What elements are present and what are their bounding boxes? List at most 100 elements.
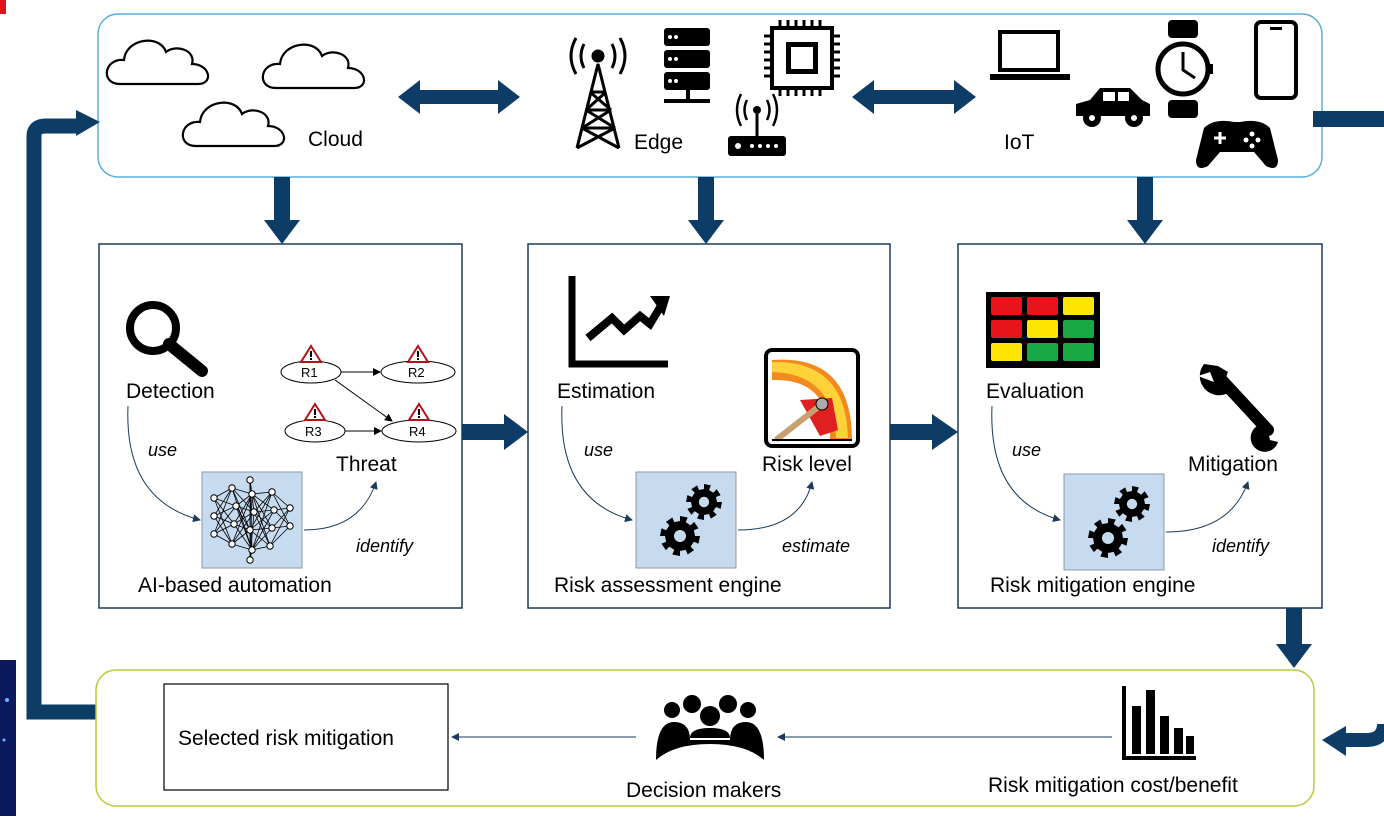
evaluation-label: Evaluation — [986, 380, 1084, 403]
use-label: use — [1012, 440, 1041, 460]
iot-label: IoT — [1004, 131, 1035, 154]
gears-icon — [1088, 486, 1150, 558]
risk-node-label: R3 — [305, 424, 322, 439]
nn-node — [270, 506, 278, 514]
right-outgoing-connector — [1313, 111, 1384, 127]
identify-curve — [1165, 481, 1250, 533]
nn-node — [210, 512, 218, 520]
background-dot — [5, 698, 9, 702]
warning-icon — [407, 402, 431, 421]
nn-node — [266, 542, 274, 550]
down-arrow-bottom — [1276, 608, 1312, 668]
heatmap-cell — [1063, 343, 1094, 361]
nn-edge — [231, 493, 253, 545]
heatmap-cell — [1027, 343, 1058, 361]
nn-edge — [235, 505, 251, 531]
background-dot — [2, 738, 6, 742]
nn-edge — [253, 511, 273, 529]
threat-graph: R1 R2 R3 R4 — [280, 344, 457, 443]
warning-icon — [299, 344, 323, 363]
ai-engine-label: AI-based automation — [138, 574, 332, 597]
nn-edge — [251, 491, 273, 551]
cost-benefit-label: Risk mitigation cost/benefit — [988, 774, 1238, 797]
heatmap-cell — [1063, 297, 1094, 315]
gears-icon — [660, 484, 722, 556]
nn-node — [228, 540, 236, 548]
smartphone-icon — [1254, 20, 1298, 100]
nn-edge — [231, 529, 251, 545]
risk-node-label: R2 — [408, 365, 425, 380]
nn-edge — [213, 487, 233, 517]
nn-node — [248, 490, 256, 498]
nn-edge — [271, 491, 291, 509]
magnifier-icon — [126, 301, 208, 377]
nn-node — [210, 494, 218, 502]
nn-node — [232, 502, 240, 510]
use-curve — [561, 405, 633, 523]
router-icon — [728, 93, 786, 156]
nn-node — [268, 488, 276, 496]
gear-hole — [674, 530, 686, 542]
nn-edge — [273, 509, 291, 527]
identify-curve — [303, 481, 378, 531]
warning-icon — [303, 402, 327, 421]
gamepad-icon — [1196, 120, 1278, 168]
cloud-label: Cloud — [308, 128, 363, 151]
nn-edge — [213, 497, 235, 525]
nn-edge — [249, 491, 273, 531]
mitigation-engine-label: Risk mitigation engine — [990, 574, 1195, 597]
gear-hole — [1126, 498, 1138, 510]
watch-icon — [1155, 20, 1213, 118]
identify-label: identify — [1212, 536, 1270, 556]
heatmap-cell — [991, 343, 1022, 361]
bar-chart-icon — [1122, 686, 1196, 760]
nn-edge — [251, 493, 271, 547]
down-arrow-assessment — [688, 177, 724, 244]
corner-mark — [0, 0, 6, 14]
nn-node — [286, 504, 294, 512]
risk-node-label: R4 — [409, 424, 426, 439]
heatmap-cell — [1027, 320, 1058, 338]
feedback-loop-arrow — [36, 116, 104, 711]
nn-edge — [249, 529, 271, 547]
nn-node — [228, 484, 236, 492]
nn-edge — [213, 505, 237, 535]
use-curve — [127, 405, 201, 523]
nn-edge — [233, 493, 253, 525]
nn-node — [286, 522, 294, 530]
use-label: use — [584, 440, 613, 460]
estimate-label: estimate — [782, 536, 850, 556]
nn-node — [246, 526, 254, 534]
heatmap-cell — [991, 297, 1022, 315]
background-fragment — [0, 660, 16, 816]
processor-chip-icon — [764, 20, 840, 96]
nn-edge — [251, 509, 275, 551]
decision-makers-label: Decision makers — [626, 779, 781, 802]
estimation-label: Estimation — [557, 380, 655, 403]
risk-heatmap-icon — [986, 292, 1100, 368]
heatmap-cell — [1027, 297, 1058, 315]
use-curve — [991, 405, 1061, 522]
car-icon — [1076, 88, 1150, 127]
nn-node — [246, 556, 254, 564]
nn-node — [246, 476, 254, 484]
heatmap-cell — [1063, 320, 1094, 338]
nn-edge — [213, 497, 233, 545]
nn-edge — [213, 523, 235, 535]
nn-edge — [269, 525, 291, 547]
edge-iot-arrow — [852, 80, 976, 114]
risk-node-label: R1 — [301, 365, 318, 380]
identify-label: identify — [356, 536, 414, 556]
nn-edge — [251, 527, 273, 551]
right-incoming-arrowhead — [1322, 726, 1346, 756]
nn-edge — [231, 487, 251, 531]
cloud-icon — [181, 101, 285, 148]
cloud-icon — [105, 39, 209, 86]
risk-level-label: Risk level — [762, 453, 852, 476]
neural-network-icon — [210, 476, 294, 564]
nn-node — [268, 524, 276, 532]
flow-arrow — [890, 414, 958, 450]
selected-mitigation-label: Selected risk mitigation — [178, 727, 394, 750]
heatmap-cell — [991, 320, 1022, 338]
